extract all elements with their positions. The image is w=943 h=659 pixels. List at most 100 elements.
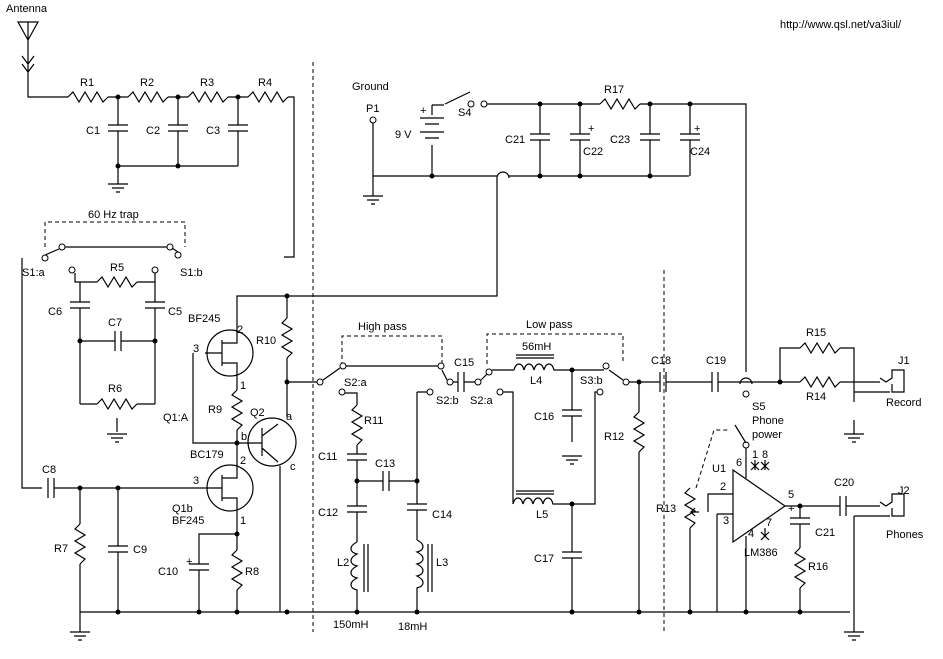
svg-text:J2: J2 [898, 485, 910, 497]
l3-value: 18mH [398, 621, 427, 633]
svg-text:R14: R14 [806, 391, 826, 403]
svg-text:S1:a: S1:a [22, 267, 46, 279]
svg-text:C18: C18 [651, 355, 671, 367]
svg-text:C22: C22 [583, 146, 603, 158]
svg-text:L4: L4 [530, 375, 542, 387]
svg-text:+: + [588, 123, 594, 135]
svg-text:6: 6 [736, 457, 742, 469]
svg-text:R7: R7 [54, 543, 68, 555]
svg-text:R9: R9 [208, 404, 222, 416]
svg-text:R17: R17 [604, 84, 624, 96]
svg-text:S2:b: S2:b [436, 395, 459, 407]
q1b-label: Q1b [172, 503, 193, 515]
svg-text:C19: C19 [706, 355, 726, 367]
svg-text:R11: R11 [364, 415, 383, 427]
q1a-label: Q1:A [163, 412, 189, 424]
q2-type: BC179 [190, 449, 224, 461]
svg-text:C13: C13 [375, 458, 395, 470]
svg-text:1: 1 [752, 449, 758, 461]
svg-text:L3: L3 [436, 557, 448, 569]
battery-label: 9 V [395, 129, 412, 141]
antenna-symbol [16, 21, 68, 98]
svg-text:S1:b: S1:b [180, 267, 203, 279]
svg-text:R4: R4 [258, 77, 272, 89]
svg-text:+: + [420, 105, 426, 117]
svg-text:1: 1 [240, 380, 246, 392]
svg-text:R6: R6 [108, 383, 122, 395]
svg-text:R15: R15 [806, 327, 826, 339]
svg-text:C24: C24 [690, 146, 710, 158]
phones-label: Phones [886, 529, 924, 541]
svg-text:S2:a: S2:a [470, 395, 494, 407]
svg-text:R16: R16 [808, 561, 828, 573]
svg-text:8: 8 [762, 449, 768, 461]
svg-text:c: c [290, 461, 296, 473]
svg-text:C1: C1 [86, 125, 100, 137]
svg-text:R5: R5 [110, 262, 124, 274]
svg-text:2: 2 [240, 455, 246, 467]
s4-label: S4 [458, 107, 471, 119]
svg-text:S3:b: S3:b [580, 375, 603, 387]
svg-text:C16: C16 [534, 411, 554, 423]
svg-text:C15: C15 [454, 357, 474, 369]
svg-text:C10: C10 [158, 566, 178, 578]
svg-text:C5: C5 [168, 306, 182, 318]
svg-text:J1: J1 [898, 355, 910, 367]
svg-text:L5: L5 [536, 509, 548, 521]
svg-text:+: + [186, 556, 192, 568]
svg-text:2: 2 [237, 324, 243, 336]
high-pass-label: High pass [358, 321, 407, 333]
svg-text:C6: C6 [48, 306, 62, 318]
record-label: Record [886, 397, 921, 409]
q1b-type: BF245 [172, 515, 204, 527]
svg-text:C2: C2 [146, 125, 160, 137]
svg-text:S2:a: S2:a [344, 377, 368, 389]
l2-value: 150mH [333, 619, 369, 631]
phone-power-line2: power [752, 429, 782, 441]
svg-text:+: + [788, 503, 794, 515]
svg-text:R1: R1 [80, 77, 94, 89]
l4-value: 56mH [522, 341, 551, 353]
svg-text:C12: C12 [318, 507, 338, 519]
phone-power-line1: Phone [752, 415, 784, 427]
q2-label: Q2 [250, 407, 265, 419]
svg-text:3: 3 [193, 343, 199, 355]
p1-label: P1 [366, 103, 379, 115]
ground-label: Ground [352, 81, 389, 93]
source-url: http://www.qsl.net/va3iul/ [780, 19, 902, 31]
svg-text:2: 2 [720, 481, 726, 493]
svg-text:C11: C11 [318, 451, 337, 463]
trap-label: 60 Hz trap [88, 209, 139, 221]
svg-text:3: 3 [723, 515, 729, 527]
svg-text:C7: C7 [108, 317, 122, 329]
svg-text:R10: R10 [256, 335, 276, 347]
q1a-type: BF245 [188, 313, 220, 325]
svg-text:S5: S5 [752, 401, 765, 413]
svg-text:5: 5 [788, 489, 794, 501]
svg-text:C21: C21 [815, 527, 835, 539]
svg-text:a: a [286, 411, 293, 423]
svg-text:1: 1 [240, 515, 246, 527]
svg-text:b: b [241, 431, 247, 443]
svg-text:C20: C20 [834, 477, 854, 489]
svg-text:R8: R8 [245, 566, 259, 578]
low-pass-label: Low pass [526, 319, 573, 331]
svg-text:+: + [694, 123, 700, 135]
svg-text:C17: C17 [534, 553, 554, 565]
svg-text:C23: C23 [610, 134, 630, 146]
svg-text:R3: R3 [200, 77, 214, 89]
svg-text:C8: C8 [42, 464, 56, 476]
svg-text:4: 4 [748, 528, 754, 540]
svg-text:C3: C3 [206, 125, 220, 137]
svg-text:C9: C9 [133, 544, 147, 556]
svg-text:3: 3 [193, 475, 199, 487]
svg-text:L2: L2 [337, 557, 349, 569]
svg-text:R12: R12 [604, 431, 624, 443]
svg-text:7: 7 [766, 517, 772, 529]
antenna-label: Antenna [6, 3, 48, 15]
svg-text:R13: R13 [656, 503, 676, 515]
svg-text:C21: C21 [505, 134, 525, 146]
lm386-label: LM386 [744, 547, 778, 559]
svg-text:R2: R2 [140, 77, 154, 89]
